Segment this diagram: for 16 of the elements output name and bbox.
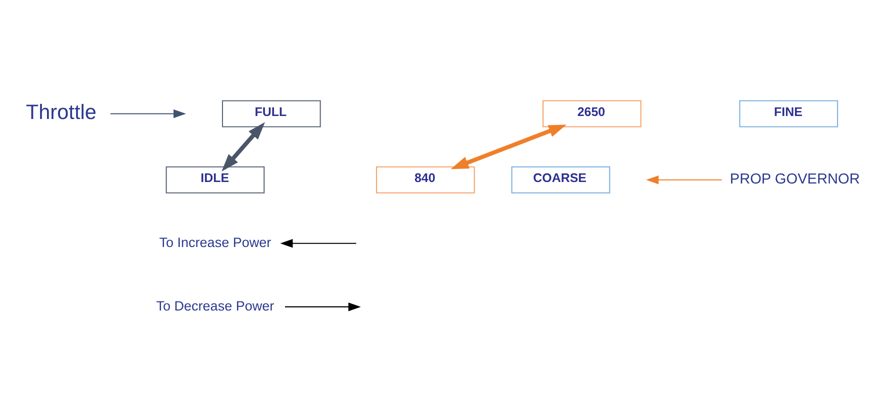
node-text: PROP GOVERNOR — [730, 171, 860, 188]
arrow — [646, 174, 722, 184]
node-box: 840 — [376, 166, 475, 193]
arrow — [450, 124, 567, 169]
node-box: COARSE — [511, 166, 610, 193]
arrow — [285, 302, 361, 311]
node-text: To Increase Power — [159, 234, 272, 250]
node-text: Throttle — [26, 100, 96, 124]
node-text: To Decrease Power — [156, 298, 274, 313]
node-box: FINE — [739, 100, 838, 127]
node-box: 2650 — [542, 100, 642, 127]
arrow — [222, 122, 265, 172]
node-box: IDLE — [166, 166, 265, 193]
arrow — [280, 238, 356, 248]
node-box: FULL — [222, 100, 321, 127]
arrow — [110, 108, 186, 118]
